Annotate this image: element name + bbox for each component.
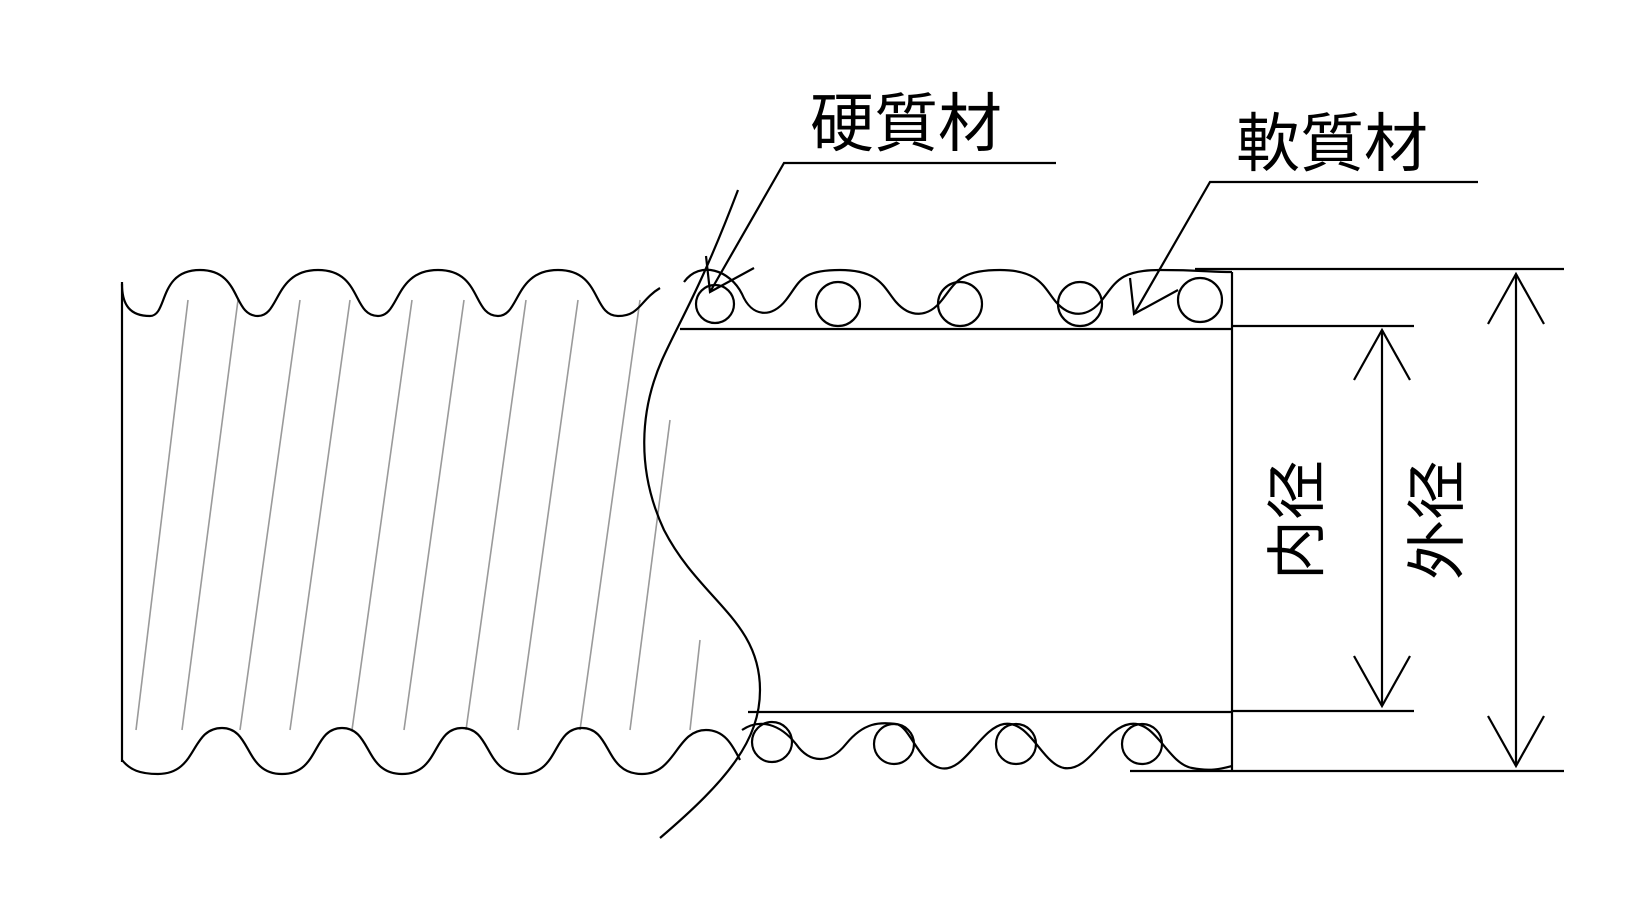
outer-diameter-arrowhead-top: [1487, 271, 1545, 325]
hard-coil-bottom-4: [1120, 722, 1164, 766]
hard-coil-top-2: [814, 280, 862, 328]
soft-material-leader: [1133, 180, 1478, 315]
hose-cut-section: [680, 268, 1234, 772]
hard-coil-top-1: [694, 283, 736, 325]
outer-diameter-arrowhead-bottom: [1487, 715, 1545, 769]
dimension-lines: [1130, 267, 1564, 773]
hard-coil-bottom-2: [872, 722, 916, 766]
hard-coil-top-3: [936, 280, 984, 328]
label-outer-diameter: 外径: [1403, 460, 1473, 580]
hard-material-leader-arrowhead: [704, 255, 755, 294]
leader-lines: [704, 161, 1478, 316]
helix-hatch-lines: [135, 299, 701, 731]
hard-coil-bottom-1: [750, 720, 794, 764]
bottom-corrugation: [121, 726, 741, 776]
cut-section-boundary: [643, 189, 762, 839]
inner-diameter-arrowhead-top: [1353, 327, 1411, 381]
label-inner-diameter: 内径: [1263, 460, 1333, 580]
hard-material-leader: [709, 161, 1056, 293]
soft-material-leader-arrowhead: [1128, 277, 1179, 316]
top-soft-wave: [683, 268, 1233, 315]
label-hard-material: 硬質材: [810, 88, 1002, 162]
inner-diameter-arrowhead-bottom: [1353, 655, 1411, 709]
hard-coil-top-4: [1056, 280, 1104, 328]
label-soft-material: 軟質材: [1236, 108, 1428, 182]
bottom-soft-wave: [741, 722, 1233, 771]
hard-coil-top-5: [1176, 276, 1224, 324]
hose-exterior: [120, 189, 762, 839]
top-corrugation: [120, 268, 661, 318]
hard-coil-bottom-3: [994, 722, 1038, 766]
